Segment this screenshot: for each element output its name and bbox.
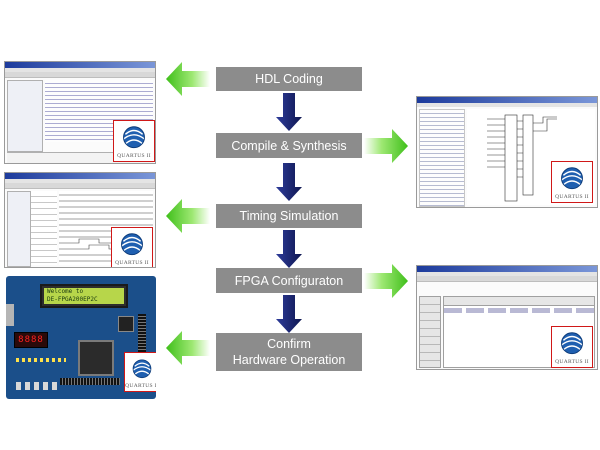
led-row — [16, 358, 66, 362]
quartus-logo: QUARTUS II — [111, 227, 153, 267]
step-hdl-coding: HDL Coding — [216, 67, 362, 91]
push-buttons — [16, 382, 58, 390]
quartus-logo-text: QUARTUS II — [117, 153, 151, 159]
step-label: FPGA Configuraton — [234, 273, 344, 288]
quartus-logo: QUARTUS II — [113, 120, 155, 162]
left-arrow-icon — [166, 62, 210, 96]
lcd-line-2: DE-FPGA200EP2C — [47, 296, 98, 303]
left-arrow-icon — [166, 199, 210, 233]
quartus-logo-text: QUARTUS II — [555, 359, 589, 365]
step-label: HDL Coding — [255, 72, 323, 86]
quartus-logo-text: QUARTUS II — [555, 194, 589, 200]
rtl-viewer-screenshot: QUARTUS II — [416, 96, 598, 208]
step-fpga-configuration: FPGA Configuraton — [216, 268, 362, 293]
step-label-line-2: Hardware Operation — [232, 353, 346, 367]
step-compile-synthesis: Compile & Synthesis — [216, 133, 362, 158]
board-lcd: Welcome to DE-FPGA200EP2C — [40, 284, 128, 308]
down-arrow-icon — [276, 230, 302, 268]
down-arrow-icon — [276, 163, 302, 201]
quartus-logo: QUARTUS II — [124, 352, 156, 392]
quartus-logo: QUARTUS II — [551, 161, 593, 203]
hierarchy-tree-pane — [419, 109, 465, 207]
chip-small — [118, 316, 134, 332]
lcd-line-1: Welcome to — [47, 288, 84, 295]
timing-waveform-screenshot: QUARTUS II — [4, 172, 156, 268]
bottom-header — [60, 378, 120, 385]
message-pane — [7, 152, 153, 163]
signal-names-column — [31, 191, 57, 265]
fpga-board-photo: Welcome to DE-FPGA200EP2C 8888 QUARTUS I… — [6, 276, 156, 399]
step-timing-simulation: Timing Simulation — [216, 204, 362, 228]
right-arrow-icon — [364, 264, 408, 298]
hdl-editor-screenshot: QUARTUS II — [4, 61, 156, 164]
right-arrow-icon — [364, 129, 408, 163]
signal-tree-pane — [7, 191, 31, 267]
step-label: Compile & Synthesis — [231, 138, 347, 153]
programmer-side-buttons — [419, 296, 441, 368]
step-label: Timing Simulation — [239, 209, 339, 223]
down-arrow-icon — [276, 295, 302, 333]
fpga-chip — [78, 340, 114, 376]
quartus-logo-text: QUARTUS II — [115, 260, 149, 266]
quartus-globe-icon — [561, 332, 583, 355]
quartus-globe-icon — [121, 233, 143, 256]
quartus-globe-icon — [132, 359, 152, 379]
down-arrow-icon — [276, 93, 302, 131]
step-label-line-1: Confirm — [267, 337, 311, 351]
seven-segment-display: 8888 — [14, 332, 48, 348]
project-navigator-pane — [7, 80, 43, 152]
vga-connector — [6, 304, 14, 326]
quartus-logo: QUARTUS II — [551, 326, 593, 368]
quartus-globe-icon — [561, 167, 583, 190]
quartus-globe-icon — [123, 126, 145, 149]
programmer-screenshot: QUARTUS II — [416, 265, 598, 370]
quartus-logo-text: QUARTUS II — [125, 383, 156, 389]
step-confirm-hardware: Confirm Hardware Operation — [216, 333, 362, 371]
pin-header — [138, 314, 146, 376]
left-arrow-icon — [166, 331, 210, 365]
